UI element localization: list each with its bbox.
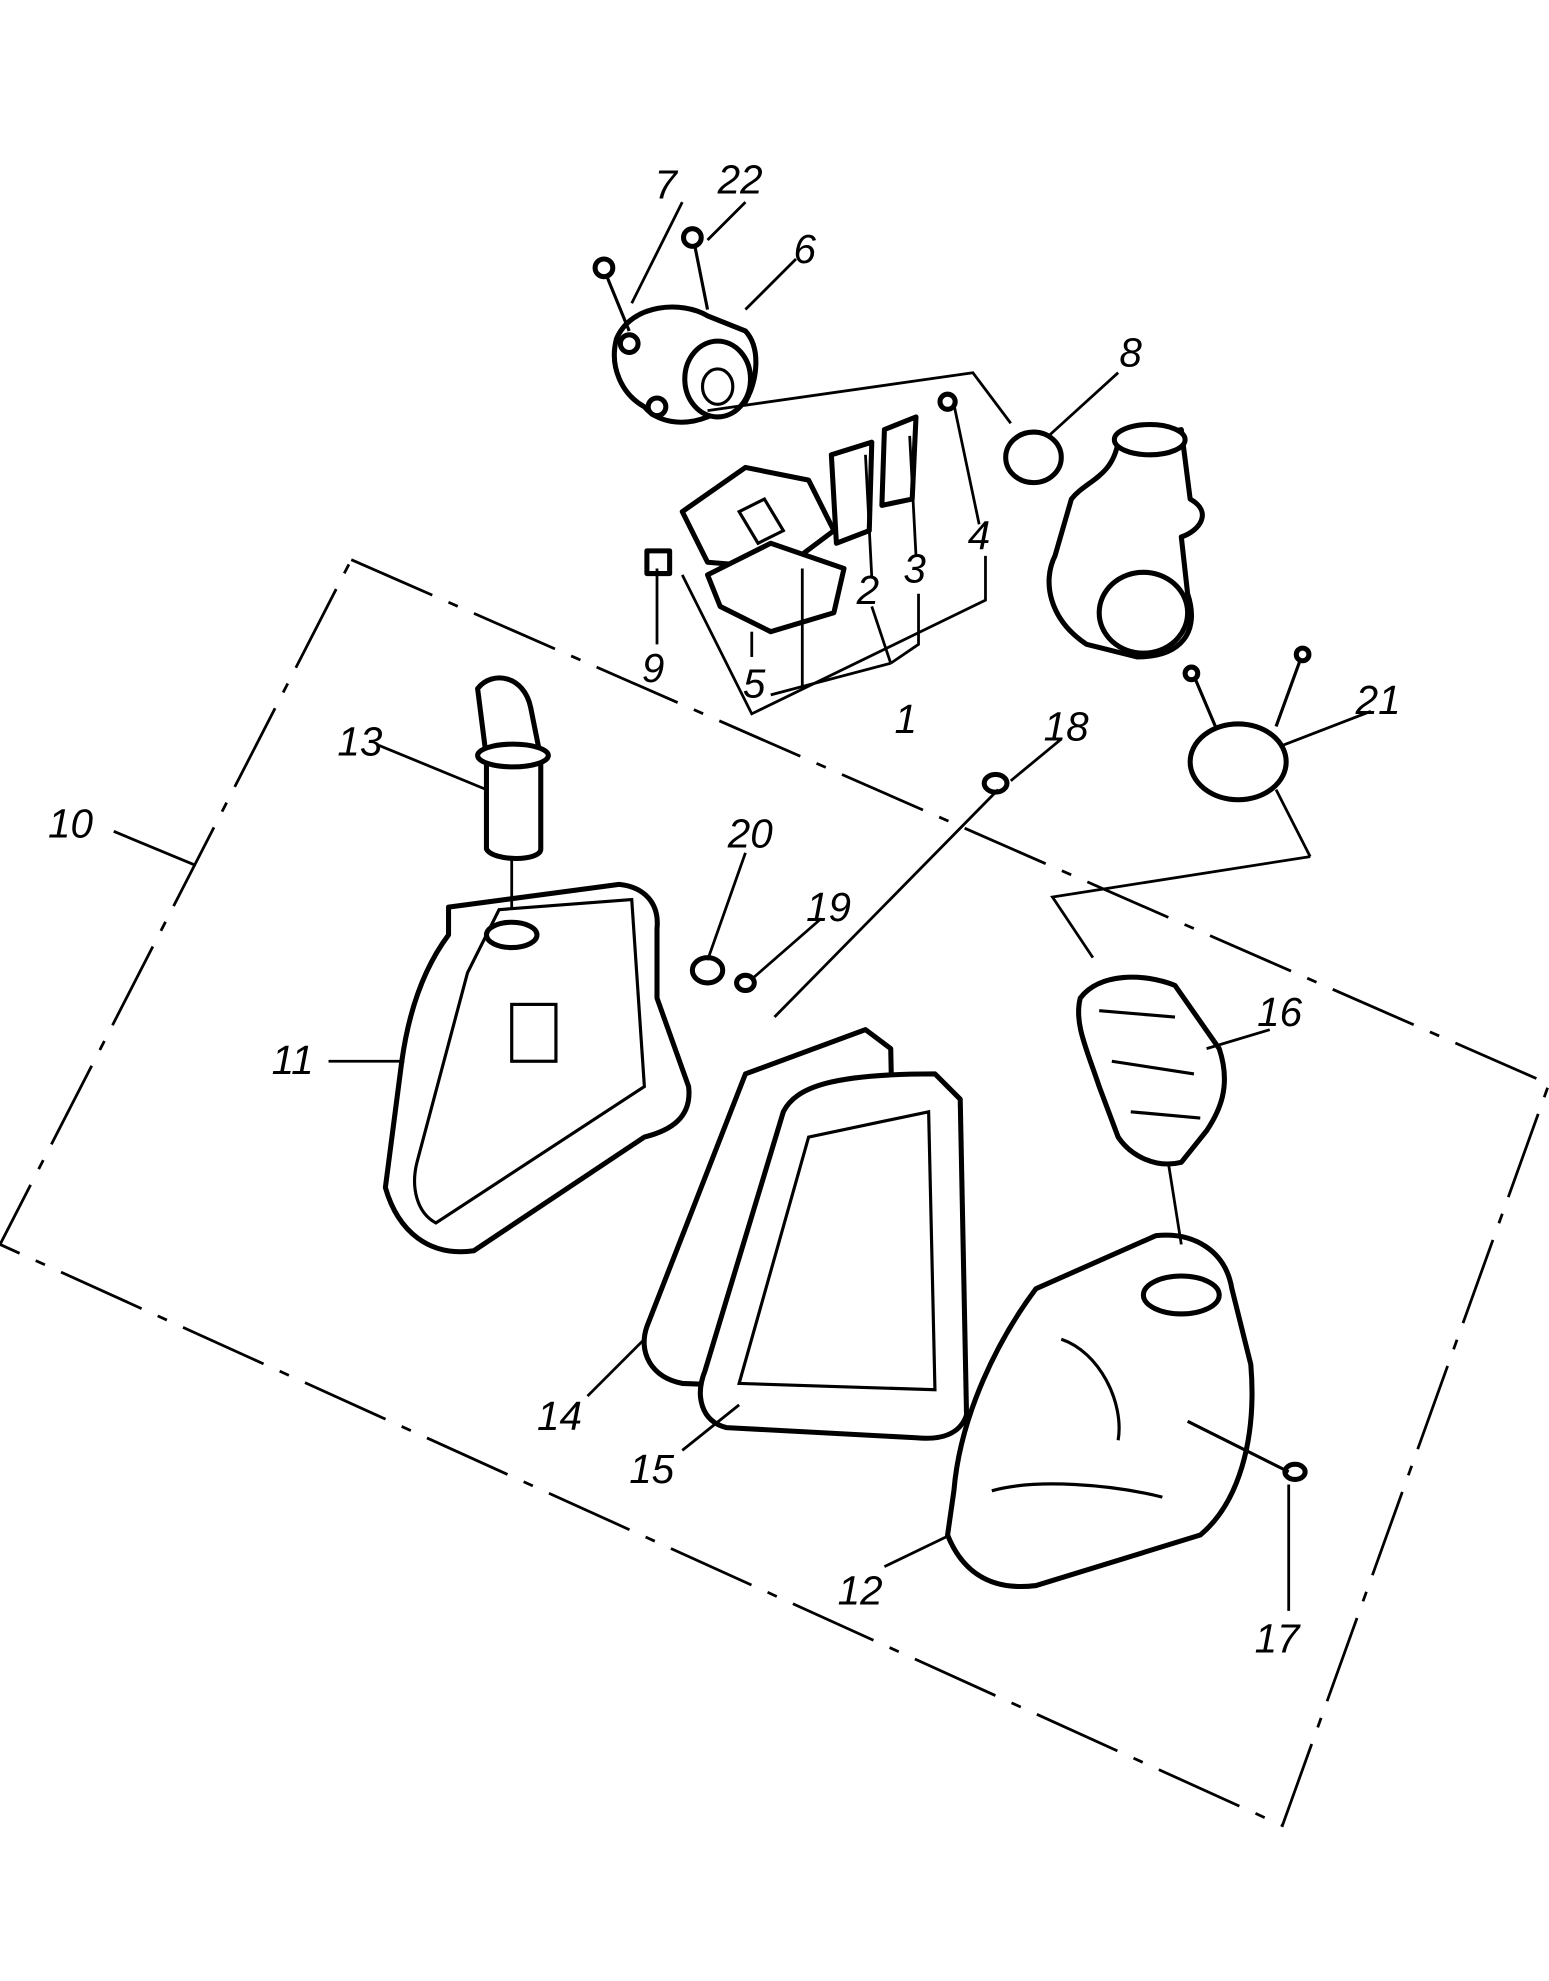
part-15-filter-frame bbox=[697, 1071, 970, 1441]
part-13-breather-tube bbox=[475, 675, 551, 861]
label-20: 20 bbox=[727, 811, 773, 857]
intake-duct bbox=[1046, 421, 1205, 660]
leader-lines bbox=[113, 201, 1372, 1611]
part-12-air-cleaner-case bbox=[945, 1232, 1255, 1590]
label-16: 16 bbox=[1257, 989, 1302, 1035]
label-6: 6 bbox=[793, 226, 816, 272]
part-16-intake-duct bbox=[1076, 974, 1227, 1167]
part-7-screw bbox=[592, 256, 631, 332]
part-17-screw bbox=[1186, 1419, 1308, 1482]
part-22-screw bbox=[681, 226, 710, 310]
label-7: 7 bbox=[654, 161, 678, 207]
label-5: 5 bbox=[743, 660, 766, 706]
air-cleaner-assembly-boundary bbox=[0, 557, 1549, 1828]
label-15: 15 bbox=[629, 1446, 674, 1492]
label-21: 21 bbox=[1355, 677, 1401, 723]
label-13: 13 bbox=[337, 719, 382, 765]
label-8: 8 bbox=[1119, 329, 1142, 375]
label-2: 2 bbox=[856, 567, 879, 613]
label-19: 19 bbox=[806, 884, 851, 930]
part-19-collar bbox=[734, 972, 757, 994]
label-18: 18 bbox=[1044, 703, 1089, 749]
part-21-gasket bbox=[1182, 645, 1312, 803]
part-20-grommet bbox=[689, 955, 726, 986]
label-1: 1 bbox=[895, 696, 917, 742]
part-18-screw bbox=[981, 771, 1010, 795]
label-11: 11 bbox=[272, 1037, 314, 1083]
label-9: 9 bbox=[642, 645, 664, 691]
label-22: 22 bbox=[717, 156, 763, 202]
label-3: 3 bbox=[903, 545, 926, 591]
part-8-clamp bbox=[1003, 429, 1064, 486]
label-14: 14 bbox=[537, 1393, 582, 1439]
label-12: 12 bbox=[838, 1568, 883, 1614]
part-11-air-cleaner-case bbox=[382, 881, 692, 1255]
part-labels: 7 22 6 8 4 3 2 9 5 1 18 21 13 10 20 19 1… bbox=[48, 156, 1401, 1661]
label-17: 17 bbox=[1255, 1616, 1301, 1662]
part-6-intake-joint bbox=[611, 304, 759, 425]
label-4: 4 bbox=[968, 513, 990, 559]
label-10: 10 bbox=[48, 801, 93, 847]
